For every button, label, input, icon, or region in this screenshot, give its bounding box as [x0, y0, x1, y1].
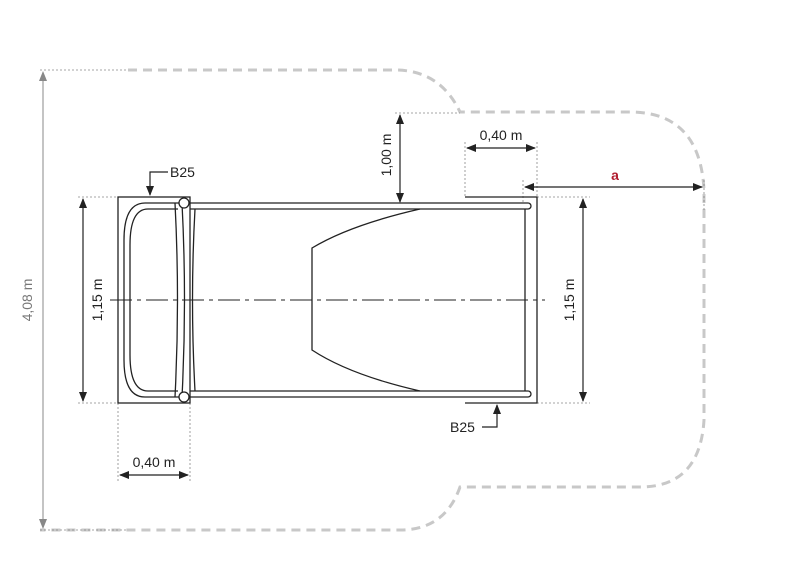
dimension-lines: [79, 114, 703, 479]
label-right-width: 1,15 m: [561, 279, 577, 322]
label-top-right-offset: 0,40 m: [480, 127, 523, 143]
label-total-height: 4,08 m: [19, 279, 35, 322]
label-b25-bottom: B25: [450, 419, 475, 435]
safety-zone-outline: [40, 68, 706, 532]
label-a: a: [611, 167, 619, 183]
extension-lines: [40, 69, 705, 531]
label-b25-top: B25: [170, 164, 195, 180]
label-left-width: 1,15 m: [89, 279, 105, 322]
label-bottom-left-offset: 0,40 m: [133, 454, 176, 470]
label-top-clearance: 1,00 m: [378, 134, 394, 177]
